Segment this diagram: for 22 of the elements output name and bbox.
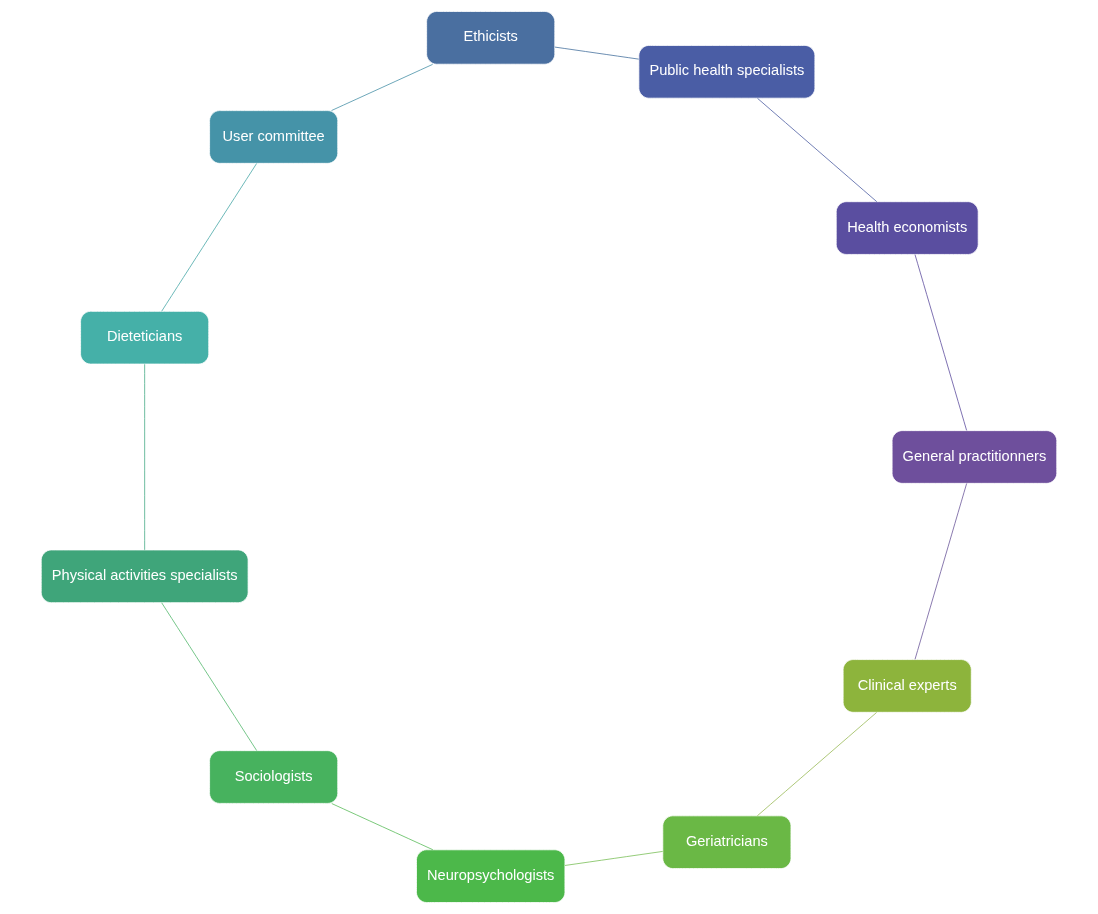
node-box: Dieteticians [80, 310, 210, 365]
connector [554, 46, 640, 60]
connector [161, 602, 258, 751]
node-box: Public health specialists [638, 45, 816, 99]
node-box: Ethicists [426, 11, 556, 65]
connector [331, 63, 433, 111]
connector [564, 851, 664, 866]
node-box: General practitionners [891, 430, 1058, 484]
node-box: User committee [209, 110, 339, 164]
node-box: Clinical experts [842, 659, 972, 713]
node-box: Physical activities specialists [40, 549, 249, 604]
connector [331, 803, 434, 851]
connector [914, 483, 968, 660]
connector [144, 363, 146, 551]
connector [757, 97, 878, 203]
node-box: Sociologists [209, 750, 339, 804]
node-box: Neuropsychologists [416, 849, 566, 903]
connector [756, 712, 878, 817]
connector [914, 254, 967, 431]
connector [161, 163, 258, 312]
node-box: Geriatricians [662, 815, 792, 869]
node-box: Health economists [835, 201, 979, 255]
